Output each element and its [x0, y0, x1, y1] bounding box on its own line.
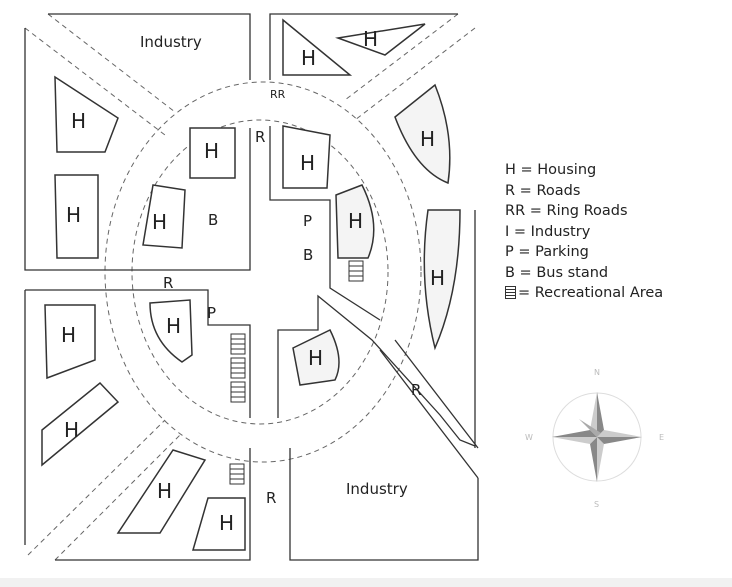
road-label: R: [266, 489, 276, 507]
legend-bus-stand: B = Bus stand: [505, 264, 609, 281]
parking-label: P: [303, 212, 312, 230]
bottom-strip: [0, 578, 732, 587]
housing-label: H: [219, 511, 234, 535]
road-label: R: [411, 381, 421, 399]
housing-plot: [282, 18, 353, 76]
legend-parking: P = Parking: [505, 244, 589, 260]
housing-plot: [282, 125, 331, 189]
housing-plot: [149, 299, 193, 363]
compass-north: N: [594, 368, 600, 377]
map-legend: H = Housing R = Roads RR = Ring Roads I …: [505, 160, 663, 304]
housing-label: H: [61, 323, 76, 347]
bus-stand-label: B: [303, 246, 313, 264]
recreational-areas: [229, 260, 364, 485]
housing-plot: [54, 75, 119, 153]
legend-industry: I = Industry: [505, 223, 591, 240]
housing-label: H: [71, 109, 86, 133]
map-labels: Industry Industry H H H H H H H H H H H …: [61, 27, 445, 535]
industry-label: Industry: [140, 33, 202, 51]
housing-label: H: [301, 46, 316, 70]
parking-label: P: [207, 304, 216, 322]
inner-ring-road: [131, 119, 389, 425]
housing-label: H: [64, 418, 79, 442]
housing-plot: [41, 381, 120, 467]
bus-stand-label: B: [208, 211, 218, 229]
legend-roads: R = Roads: [505, 182, 581, 199]
ring-road-label: RR: [270, 88, 286, 101]
housing-plot: [54, 174, 99, 259]
compass-east: E: [659, 433, 664, 442]
diagonal-roads: [24, 13, 476, 561]
housing-plot: [335, 23, 426, 56]
housing-plot: [142, 184, 186, 249]
compass-west: W: [525, 433, 533, 442]
housing-plot: [192, 497, 246, 551]
housing-label: H: [157, 479, 172, 503]
compass-south: S: [594, 500, 599, 509]
housing-plot: [116, 449, 207, 534]
housing-label: H: [348, 209, 363, 233]
outer-ring-road: [104, 81, 422, 463]
block-outlines: [24, 13, 479, 561]
housing-label: H: [430, 266, 445, 290]
housing-label: H: [166, 314, 181, 338]
housing-label: H: [363, 27, 378, 51]
housing-label: H: [204, 139, 219, 163]
road-label: R: [255, 128, 265, 146]
housing-plot: [423, 209, 461, 351]
housing-label: H: [420, 127, 435, 151]
legend-recreational: = Recreational Area: [505, 283, 663, 304]
housing-label: H: [308, 346, 323, 370]
legend-recreational-text: = Recreational Area: [518, 285, 664, 301]
recreational-area-icon: [505, 286, 516, 299]
housing-label: H: [152, 210, 167, 234]
housing-label: H: [300, 151, 315, 175]
housing-plot: [292, 329, 340, 386]
housing-label: H: [66, 203, 81, 227]
housing-plot: [189, 127, 236, 179]
housing-plot: [394, 83, 451, 185]
housing-plot: [44, 304, 96, 380]
legend-housing: H = Housing: [505, 162, 597, 178]
housing-plots: [41, 18, 461, 551]
compass-icon: N S E W: [525, 368, 664, 509]
industry-label: Industry: [346, 480, 408, 498]
legend-ring-roads: RR = Ring Roads: [505, 203, 628, 219]
housing-plot: [335, 184, 375, 259]
road-label: R: [163, 274, 173, 292]
